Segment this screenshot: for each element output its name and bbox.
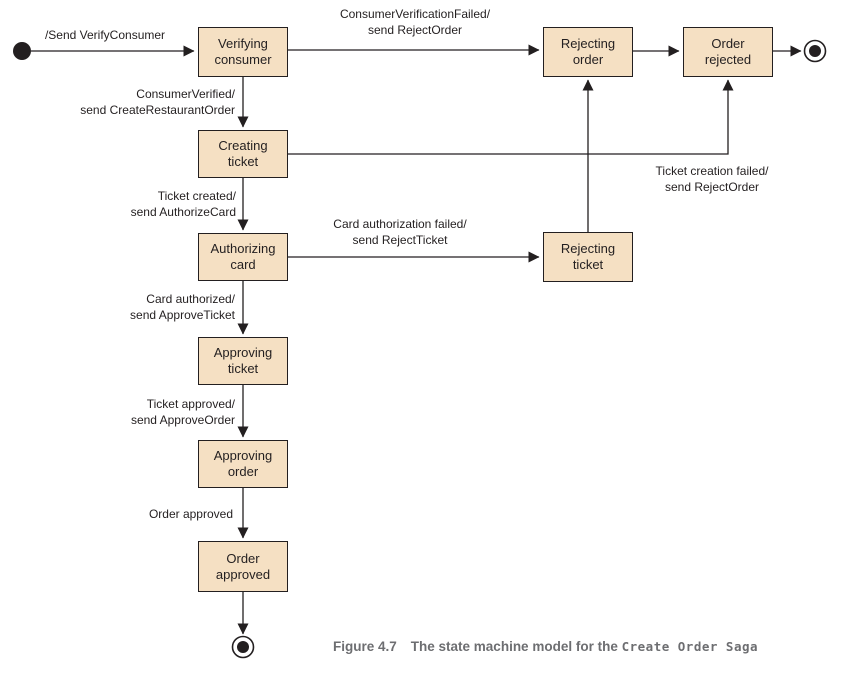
state-label: Order approved (215, 550, 271, 582)
transition-label-card-authorized: Card authorized/ send ApproveTicket (130, 292, 235, 322)
transition-label-ticket-creation-failed: Ticket creation failed/ send RejectOrder (655, 164, 769, 194)
state-order-approved: Order approved (198, 541, 288, 592)
state-label: Approving order (213, 448, 273, 479)
final-state-marker-bottom (231, 635, 255, 659)
state-rejecting-order: Rejecting order (543, 27, 633, 77)
figure-caption-text: The state machine model for the (410, 639, 618, 654)
state-label: Approving ticket (213, 345, 273, 376)
state-label: Order rejected (704, 36, 752, 67)
state-label: Verifying consumer (214, 36, 272, 67)
transition-label-consumer-verification-failed: ConsumerVerificationFailed/ send RejectO… (339, 7, 491, 37)
figure-caption-code: Create Order Saga (621, 639, 759, 654)
initial-state-marker (13, 42, 31, 60)
state-label: Rejecting order (560, 36, 616, 67)
figure-number: Figure 4.7 (333, 639, 397, 654)
transition-label-card-authorization-failed: Card authorization failed/ send RejectTi… (333, 217, 467, 247)
state-label: Creating ticket (218, 138, 268, 169)
state-rejecting-ticket: Rejecting ticket (543, 232, 633, 282)
state-label: Rejecting ticket (560, 241, 616, 272)
transition-label-ticket-created: Ticket created/ send AuthorizeCard (130, 189, 236, 219)
transition-label-ticket-approved: Ticket approved/ send ApproveOrder (130, 397, 235, 427)
transition-label-send-verify-consumer: /Send VerifyConsumer (44, 28, 166, 42)
transition-label-consumer-verified: ConsumerVerified/ send CreateRestaurantO… (80, 87, 235, 117)
arrow-creating-ticket-to-order-rejected (288, 79, 734, 155)
transition-label-order-approved: Order approved (148, 507, 233, 521)
state-order-rejected: Order rejected (683, 27, 773, 77)
figure-caption: Figure 4.7 The state machine model for th… (333, 639, 833, 654)
state-creating-ticket: Creating ticket (198, 130, 288, 178)
state-approving-ticket: Approving ticket (198, 337, 288, 385)
state-label: Authorizing card (210, 241, 276, 272)
state-authorizing-card: Authorizing card (198, 233, 288, 281)
state-verifying-consumer: Verifying consumer (198, 27, 288, 77)
state-approving-order: Approving order (198, 440, 288, 488)
final-state-marker-top (803, 39, 827, 63)
